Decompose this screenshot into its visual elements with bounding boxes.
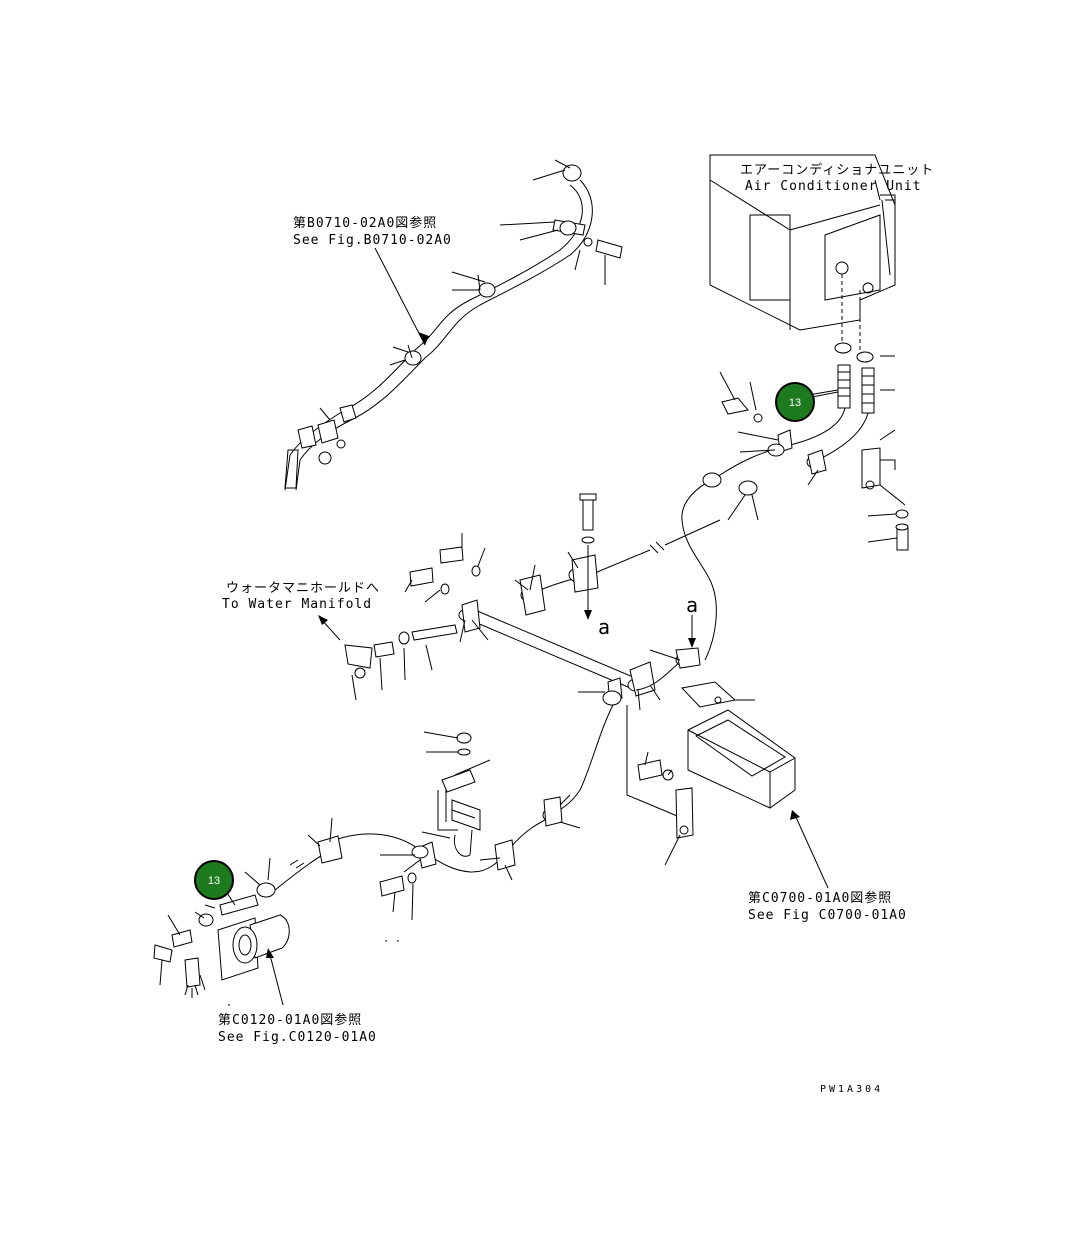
callout-air-conditioner-en: Air Conditioner Unit: [745, 179, 922, 194]
drawing-code: PW1A304: [820, 1084, 883, 1095]
callout-see-c0700: 第C0700-01A0図参照 See Fig C0700-01A0: [748, 890, 907, 923]
part-badge-13-lower[interactable]: 13: [194, 860, 236, 906]
section-marker-a-left: a: [598, 615, 610, 639]
callout-see-c0700-jp: 第C0700-01A0図参照: [748, 890, 892, 906]
badge-number: 13: [208, 875, 220, 887]
callout-see-c0120-en: See Fig.C0120-01A0: [218, 1030, 377, 1045]
callout-water-manifold: ウォータマニホールドへ To Water Manifold: [222, 581, 380, 612]
badge-number: 13: [789, 397, 801, 409]
air-conditioner-unit: [709, 154, 896, 352]
callout-see-b0710-jp: 第B0710-02A0図参照: [293, 215, 437, 231]
lower-hose-assembly: [153, 731, 581, 1006]
callout-air-conditioner-jp: エアーコンディショナユニット: [740, 162, 934, 178]
callout-see-b0710-en: See Fig.B0710-02A0: [293, 233, 452, 248]
center-pipe-assembly: [318, 493, 829, 889]
callout-water-manifold-jp: ウォータマニホールドへ: [226, 581, 380, 596]
callout-see-c0120: 第C0120-01A0図参照 See Fig.C0120-01A0: [218, 1012, 377, 1045]
badge-circle: [194, 860, 234, 900]
callout-water-manifold-en: To Water Manifold: [222, 597, 372, 612]
callout-see-b0710: 第B0710-02A0図参照 See Fig.B0710-02A0: [293, 215, 452, 248]
upper-hose-assembly: [284, 159, 623, 491]
callout-see-c0120-jp: 第C0120-01A0図参照: [218, 1012, 362, 1028]
callout-see-c0700-en: See Fig C0700-01A0: [748, 908, 907, 923]
section-marker-a-right: a: [686, 593, 698, 617]
part-badge-13-upper[interactable]: 13: [775, 382, 839, 422]
right-hose-assembly: [681, 199, 909, 661]
callout-air-conditioner: エアーコンディショナユニット Air Conditioner Unit: [740, 162, 934, 194]
badge-circle: [775, 382, 815, 422]
